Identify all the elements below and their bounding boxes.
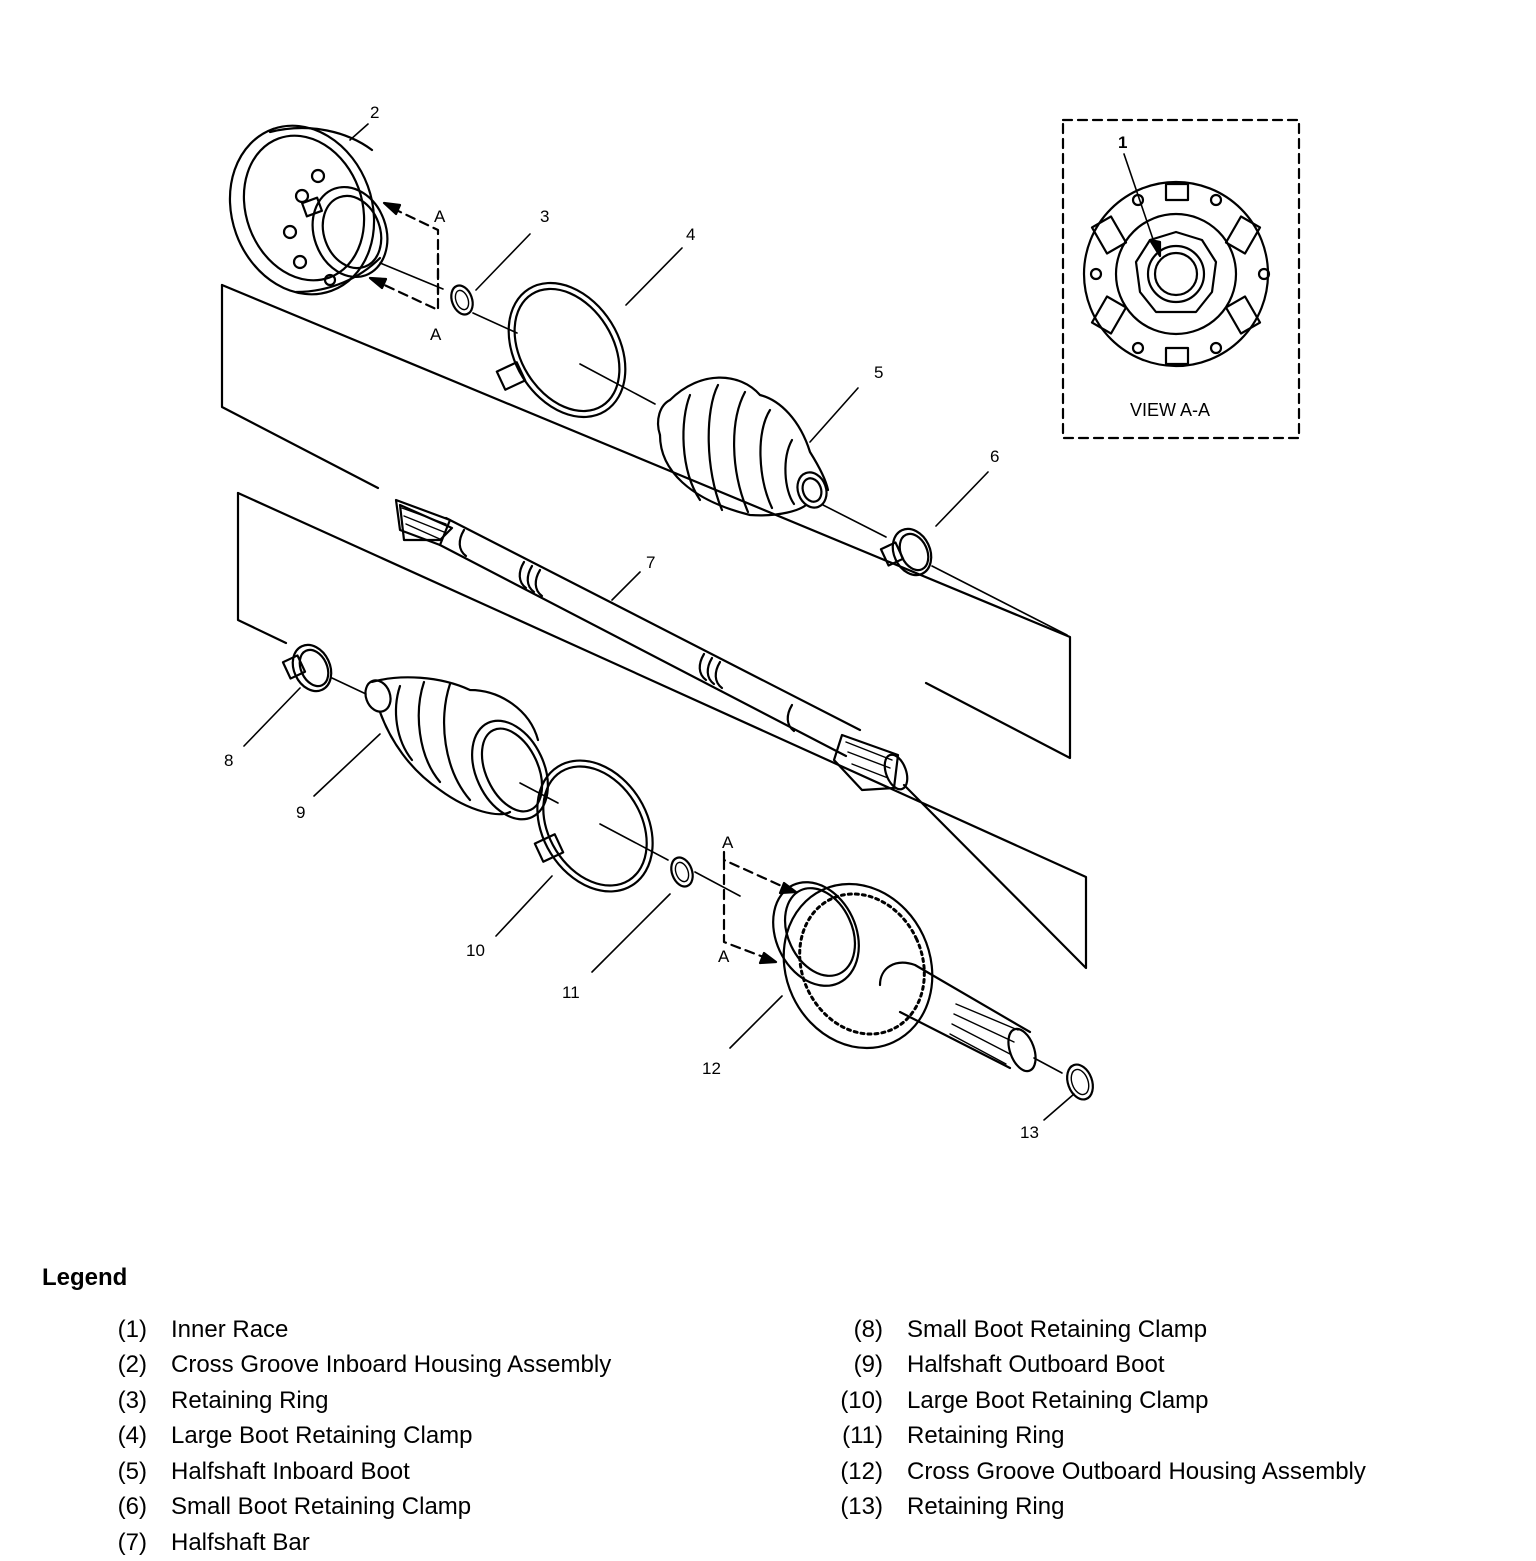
section-mark-a-bottom-2: A bbox=[718, 947, 730, 966]
section-mark-a-top-2: A bbox=[430, 325, 442, 344]
outboard-housing-12 bbox=[772, 881, 1037, 1073]
view-arrowhead bbox=[1148, 238, 1162, 258]
legend-label: Halfshaft Inboard Boot bbox=[171, 1457, 410, 1485]
callout-5: 5 bbox=[874, 363, 883, 382]
legend-number: (9) bbox=[853, 1351, 883, 1379]
legend-label: Inner Race bbox=[171, 1315, 289, 1343]
legend-number: (10) bbox=[840, 1386, 883, 1414]
legend-item: (6) Small Boot Retaining Clamp bbox=[80, 1490, 730, 1526]
legend-label: Large Boot Retaining Clamp bbox=[171, 1422, 473, 1450]
callout-8: 8 bbox=[224, 751, 233, 770]
legend-number: (3) bbox=[117, 1386, 147, 1414]
legend-number: (13) bbox=[840, 1493, 883, 1521]
section-arrows-inboard bbox=[368, 201, 440, 312]
large-clamp-10 bbox=[533, 759, 654, 893]
halfshaft-bar-7 bbox=[394, 498, 909, 792]
legend-number: (2) bbox=[117, 1351, 147, 1379]
view-label: VIEW A-A bbox=[1130, 400, 1210, 420]
legend-item: (7) Halfshaft Bar bbox=[80, 1525, 730, 1561]
legend-item: (8) Small Boot Retaining Clamp bbox=[816, 1312, 1516, 1348]
callout-1: 1 bbox=[1118, 133, 1127, 152]
legend-number: (5) bbox=[117, 1457, 147, 1485]
small-clamp-8 bbox=[281, 643, 333, 693]
legend-label: Cross Groove Outboard Housing Assembly bbox=[907, 1457, 1366, 1485]
small-clamp-6 bbox=[879, 527, 933, 577]
inboard-housing bbox=[228, 124, 389, 296]
upper-outline bbox=[220, 283, 1072, 760]
leader-lines bbox=[243, 123, 1157, 1121]
legend-title: Legend bbox=[42, 1264, 128, 1291]
exploded-halfshaft-diagram: 1 2 3 4 5 6 7 8 9 10 11 12 13 A A A A VI… bbox=[220, 103, 1301, 1142]
retaining-ring-13 bbox=[1066, 1063, 1094, 1101]
legend-label: Retaining Ring bbox=[171, 1386, 329, 1414]
callout-2: 2 bbox=[370, 103, 379, 122]
callout-4: 4 bbox=[686, 225, 695, 244]
callout-7: 7 bbox=[646, 553, 655, 572]
legend-item: (3) Retaining Ring bbox=[80, 1383, 730, 1419]
legend-number: (11) bbox=[842, 1422, 883, 1450]
legend-left-column: (1) Inner Race (2) Cross Groove Inboard Ho… bbox=[80, 1312, 730, 1561]
section-mark-a-top-1: A bbox=[434, 207, 446, 226]
callout-3: 3 bbox=[540, 207, 549, 226]
legend-item: (11) Retaining Ring bbox=[816, 1419, 1516, 1455]
legend-label: Small Boot Retaining Clamp bbox=[907, 1315, 1208, 1343]
legend-label: Retaining Ring bbox=[907, 1493, 1065, 1521]
legend-number: (8) bbox=[853, 1315, 883, 1343]
inboard-boot-5 bbox=[656, 376, 830, 517]
legend-item: (12) Cross Groove Outboard Housing Assemb… bbox=[816, 1454, 1516, 1490]
callout-9: 9 bbox=[296, 803, 305, 822]
legend-item: (13) Retaining Ring bbox=[816, 1490, 1516, 1526]
callout-12: 12 bbox=[702, 1059, 721, 1078]
legend-number: (1) bbox=[117, 1315, 147, 1343]
retaining-ring-3 bbox=[450, 284, 474, 316]
callout-11: 11 bbox=[562, 983, 580, 1002]
legend-label: Cross Groove Inboard Housing Assembly bbox=[171, 1351, 612, 1379]
legend-item: (9) Halfshaft Outboard Boot bbox=[816, 1348, 1516, 1384]
retaining-ring-11 bbox=[670, 856, 694, 888]
legend-label: Small Boot Retaining Clamp bbox=[171, 1493, 472, 1521]
legend-label: Halfshaft Outboard Boot bbox=[907, 1351, 1165, 1379]
view-a-a-inset bbox=[1061, 118, 1301, 440]
legend-item: (10) Large Boot Retaining Clamp bbox=[816, 1383, 1516, 1419]
outboard-boot-9 bbox=[364, 676, 549, 821]
legend-item: (2) Cross Groove Inboard Housing Assembly bbox=[80, 1348, 730, 1384]
large-clamp-4 bbox=[495, 281, 627, 419]
legend-item: (5) Halfshaft Inboard Boot bbox=[80, 1454, 730, 1490]
callout-10: 10 bbox=[466, 941, 485, 960]
legend-item: (4) Large Boot Retaining Clamp bbox=[80, 1419, 730, 1455]
callout-6: 6 bbox=[990, 447, 999, 466]
legend-label: Halfshaft Bar bbox=[171, 1528, 310, 1556]
lower-outline bbox=[236, 491, 1088, 970]
legend-number: (7) bbox=[117, 1528, 147, 1556]
section-mark-a-bottom-1: A bbox=[722, 833, 734, 852]
callout-13: 13 bbox=[1020, 1123, 1039, 1142]
legend-number: (6) bbox=[117, 1493, 147, 1521]
legend-label: Large Boot Retaining Clamp bbox=[907, 1386, 1209, 1414]
legend-number: (4) bbox=[117, 1422, 147, 1450]
legend-right-column: (8) Small Boot Retaining Clamp (9) Halfsha… bbox=[816, 1312, 1516, 1525]
legend-item: (1) Inner Race bbox=[80, 1312, 730, 1348]
legend-number: (12) bbox=[840, 1457, 883, 1485]
legend-label: Retaining Ring bbox=[907, 1422, 1065, 1450]
